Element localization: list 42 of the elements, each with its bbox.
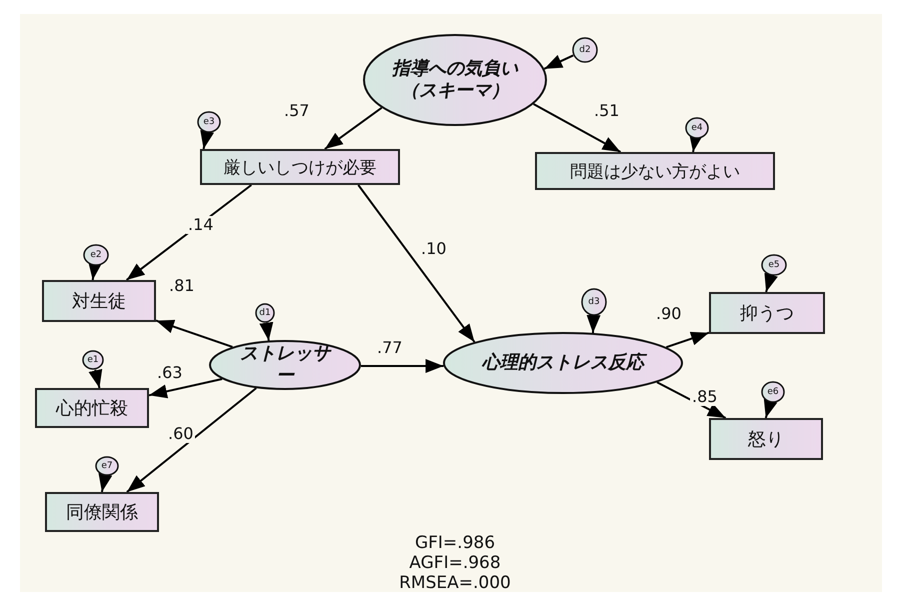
variable-box: 同僚関係 (45, 492, 159, 532)
arrow (259, 322, 274, 341)
arrow (360, 359, 444, 373)
arrow (533, 103, 622, 153)
arrow (126, 387, 257, 493)
latent-ellipse: ストレッサー (209, 340, 361, 390)
variable-box: 怒り (709, 418, 823, 460)
edge-label: .14 (186, 216, 216, 234)
error-circle: e6 (761, 381, 785, 403)
latent-ellipse: 指導への気負い（スキーマ） (363, 34, 547, 126)
error-circle: d2 (572, 37, 598, 63)
error-circle: e4 (685, 117, 709, 139)
error-circle: e3 (197, 111, 221, 133)
arrow (88, 368, 102, 388)
fit-statistic: RMSEA=.000 (398, 574, 512, 593)
fit-statistic: GFI=.986 (414, 534, 496, 553)
arrow (156, 320, 233, 348)
arrow (764, 398, 778, 418)
arrow (98, 473, 112, 492)
arrow (148, 378, 222, 398)
arrow (358, 184, 476, 343)
latent-ellipse: 心理的ストレス反応 (443, 332, 683, 394)
arrow (544, 54, 574, 70)
arrow (200, 130, 214, 150)
variable-box: 心的忙殺 (35, 388, 149, 428)
arrow (656, 381, 726, 419)
arrow (764, 272, 778, 292)
error-circle: e5 (761, 254, 787, 276)
error-circle: d1 (255, 303, 275, 323)
variable-box: 厳しいしつけが必要 (200, 149, 400, 185)
variable-box: 抑うつ (709, 292, 825, 334)
variable-box: 対生徒 (42, 280, 156, 322)
error-circle: e2 (83, 244, 109, 266)
fit-statistic: AGFI=.968 (408, 554, 502, 573)
arrow (666, 332, 710, 348)
arrow (324, 106, 382, 150)
error-circle: e7 (95, 456, 119, 476)
error-circle: d3 (581, 288, 607, 316)
error-circle: e1 (82, 350, 104, 370)
arrow (88, 261, 102, 280)
variable-box: 問題は少ない方がよい (535, 152, 775, 190)
arrow (586, 314, 601, 334)
